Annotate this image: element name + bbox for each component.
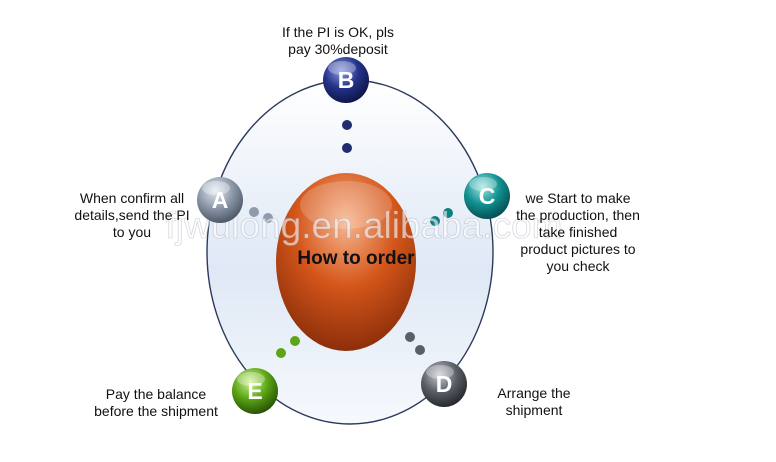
dot-d-2 bbox=[415, 345, 425, 355]
step-d-letter: D bbox=[436, 371, 453, 397]
dot-c-2 bbox=[430, 216, 440, 226]
step-e-caption: Pay the balance before the shipment bbox=[88, 386, 224, 420]
step-c-caption: we Start to make the production, then ta… bbox=[508, 190, 648, 275]
step-a-line: details,send the PI bbox=[74, 207, 190, 223]
step-b-line: pay 30%deposit bbox=[288, 41, 388, 57]
step-a-letter: A bbox=[212, 187, 229, 213]
step-b-letter: B bbox=[338, 67, 355, 93]
step-e-line: before the shipment bbox=[94, 403, 218, 419]
step-d-line: Arrange the bbox=[497, 385, 571, 401]
dot-e-2 bbox=[276, 348, 286, 358]
step-a-line: When confirm all bbox=[79, 190, 185, 206]
step-d-caption: Arrange the shipment bbox=[478, 385, 590, 419]
dot-e-1 bbox=[290, 336, 300, 346]
step-a-line: to you bbox=[112, 224, 152, 240]
center-highlight bbox=[300, 181, 392, 229]
step-c-node: C bbox=[464, 173, 510, 219]
dot-a-1 bbox=[249, 207, 259, 217]
step-d-line: shipment bbox=[505, 402, 563, 418]
step-c-line: the production, then bbox=[516, 207, 640, 223]
connector-dots bbox=[249, 120, 453, 358]
step-c-line: you check bbox=[546, 258, 610, 274]
center-circle bbox=[276, 173, 416, 351]
step-a-node: A bbox=[197, 177, 243, 223]
dot-b-2 bbox=[342, 143, 352, 153]
step-b-caption: If the PI is OK, pls pay 30%deposit bbox=[268, 24, 408, 58]
step-b-line: If the PI is OK, pls bbox=[281, 24, 395, 40]
step-c-line: we Start to make bbox=[525, 190, 631, 206]
step-d-node: D bbox=[421, 361, 467, 407]
dot-b-1 bbox=[342, 120, 352, 130]
dot-a-2 bbox=[263, 213, 273, 223]
step-c-letter: C bbox=[479, 183, 496, 209]
step-e-line: Pay the balance bbox=[105, 386, 207, 402]
step-c-line: product pictures to bbox=[520, 241, 636, 257]
step-a-caption: When confirm all details,send the PI to … bbox=[62, 190, 202, 241]
step-b-node: B bbox=[323, 57, 369, 103]
center-label: How to order bbox=[297, 248, 415, 269]
dot-d-1 bbox=[405, 332, 415, 342]
step-e-letter: E bbox=[247, 378, 262, 404]
step-e-node: E bbox=[232, 368, 278, 414]
step-c-line: take finished bbox=[538, 224, 618, 240]
dot-c-1 bbox=[443, 208, 453, 218]
